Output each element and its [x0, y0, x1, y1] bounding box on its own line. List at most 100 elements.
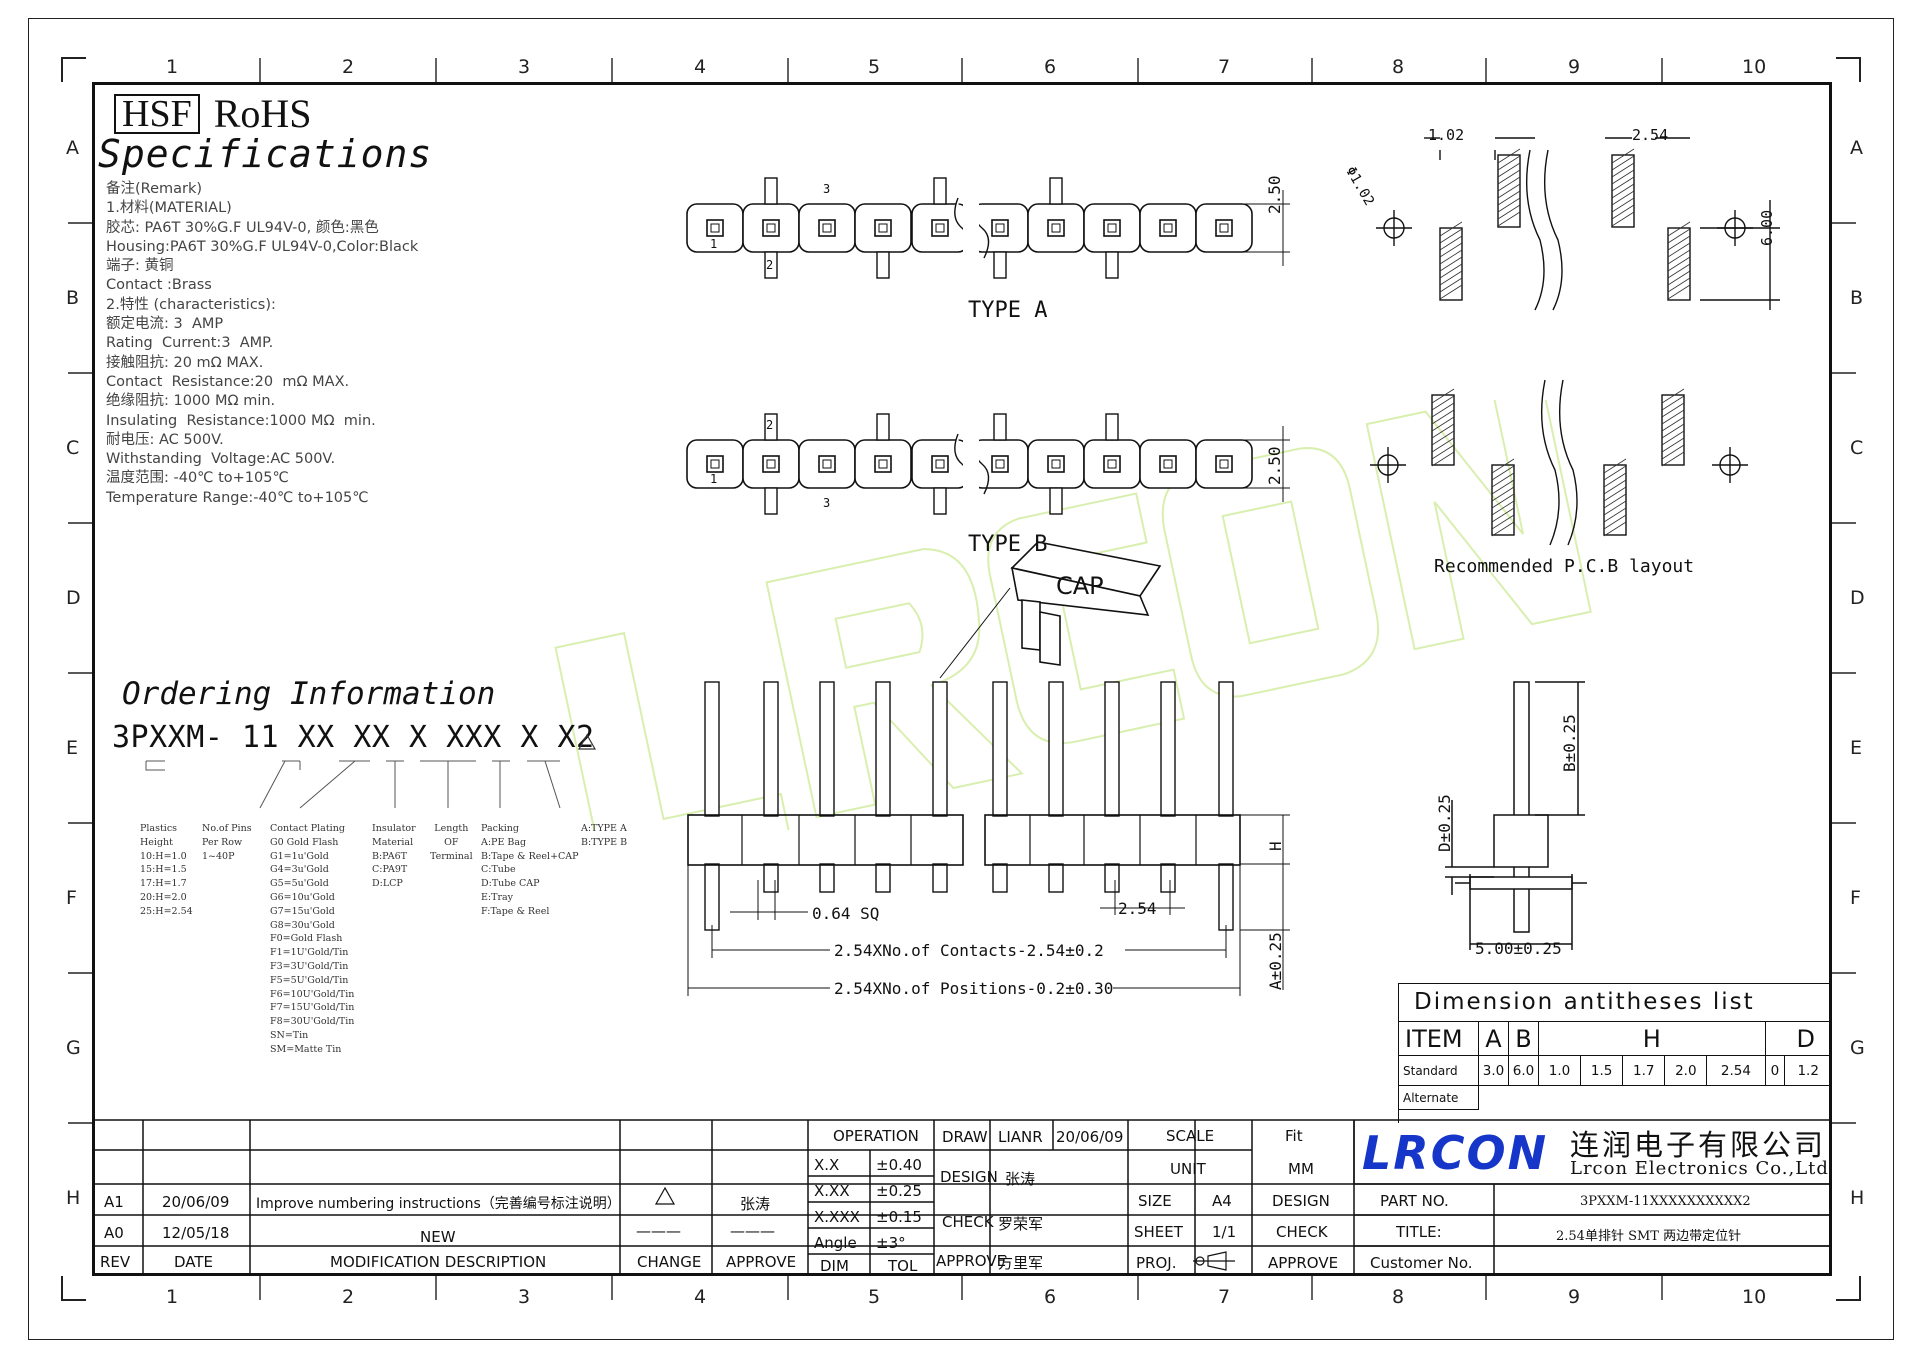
hatch-line [1491, 465, 1515, 481]
size-label: SIZE [1138, 1192, 1172, 1210]
terminal-pin [1048, 681, 1064, 893]
corner-bracket [61, 1276, 86, 1301]
spec-title: Specifications [98, 132, 433, 176]
corner-bracket [1836, 57, 1861, 82]
spec-line: 绝缘阻抗: 1000 MΩ min. [106, 393, 276, 410]
hatch-line [1667, 228, 1691, 244]
customer-no-label: Customer No. [1370, 1254, 1473, 1272]
housing-cell [798, 203, 856, 253]
rohs-mark: RoHS [213, 91, 312, 136]
proj-label: PROJ. [1136, 1254, 1177, 1272]
locating-peg [876, 251, 890, 279]
hatch-line [1603, 472, 1627, 488]
hatch-line [1491, 521, 1515, 537]
locating-peg [764, 413, 778, 441]
check-label: CHECK [942, 1213, 994, 1231]
corner-bracket [1836, 1276, 1861, 1301]
hatch-line [1667, 221, 1691, 237]
hatch-line [1439, 249, 1463, 265]
spec-line: 接触阻抗: 20 mΩ MAX. [106, 354, 264, 371]
pin-number: 3 [823, 496, 831, 510]
tolerance-key: X.XX [814, 1182, 850, 1200]
hatch-line [1491, 458, 1515, 474]
ordering-code: 3PXXM- 11 XX XX X XXX X X2 [112, 720, 595, 755]
hatch-line [1439, 277, 1463, 293]
dim-standard-value: 1.7 [1622, 1055, 1666, 1086]
hatch-line [1611, 204, 1635, 220]
housing-body [687, 814, 964, 866]
hatch-line [1611, 176, 1635, 192]
hatch-line [1431, 388, 1455, 404]
hatch-line [1497, 162, 1521, 178]
hatch-line [1611, 183, 1635, 199]
title-value: 2.54单排针 SMT 两边带定位针 [1556, 1229, 1742, 1244]
draw-name: LIANR [998, 1128, 1043, 1146]
hatch-line [1667, 284, 1691, 300]
hatch-line [1491, 486, 1515, 502]
tolerance-key: Angle [814, 1234, 857, 1252]
zone-col-8: 8 [1392, 1286, 1405, 1308]
hatch-line [1439, 256, 1463, 272]
positions-label: 2.54XNo.of Positions-0.2±0.30 [834, 979, 1114, 998]
type-b-label: TYPE B [968, 532, 1048, 557]
note-type: A:TYPE A B:TYPE B [581, 823, 628, 848]
hatch-line [1611, 190, 1635, 206]
contacts-label: 2.54XNo.of Contacts-2.54±0.2 [834, 941, 1104, 960]
hatch-line [1491, 500, 1515, 516]
hatch-line [1661, 409, 1685, 425]
hatch-line [1603, 521, 1627, 537]
type-b-view [686, 413, 1253, 515]
hatch-line [1661, 444, 1685, 460]
zone-col-1: 1 [166, 1286, 179, 1308]
housing-cell [1139, 439, 1197, 489]
pin-number: 3 [823, 182, 831, 196]
zone-col-5: 5 [868, 56, 881, 78]
zone-col-3: 3 [518, 56, 531, 78]
pcb-caption: Recommended P.C.B layout [1434, 556, 1695, 577]
hatch-line [1431, 423, 1455, 439]
hatch-line [1497, 211, 1521, 227]
hatch-line [1439, 228, 1463, 244]
zone-col-5: 5 [868, 1286, 881, 1308]
housing-cell [1139, 203, 1197, 253]
locating-peg [933, 177, 947, 205]
housing-cell [1195, 203, 1253, 253]
zone-row-C: C [66, 437, 80, 459]
corner-bracket [61, 57, 86, 82]
dim-label: DIM [820, 1257, 849, 1275]
hatch-line [1603, 486, 1627, 502]
housing-cell [798, 439, 856, 489]
tolerance-key: X.XXX [814, 1208, 860, 1226]
desc-a1: Improve numbering instructions（完善编号标注说明） [256, 1196, 621, 1212]
locating-peg [764, 251, 778, 279]
outer-frame [28, 18, 1894, 1340]
approve2-label: APPROVE [1268, 1254, 1339, 1272]
zone-col-8: 8 [1392, 56, 1405, 78]
dim-head-d: D [1764, 1021, 1833, 1056]
zone-row-F: F [66, 887, 77, 909]
spec-line: Contact Resistance:20 mΩ MAX. [106, 373, 350, 390]
draw-date: 20/06/09 [1056, 1128, 1124, 1146]
design-name: 张涛 [1005, 1170, 1036, 1188]
hatch-line [1431, 444, 1455, 460]
hatch-line [1439, 242, 1463, 258]
hatch-line [1497, 190, 1521, 206]
hatch-line [1603, 479, 1627, 495]
design2-label: DESIGN [1272, 1192, 1330, 1210]
spec-line: 2.特性 (characteristics): [106, 296, 276, 313]
hatch-line [1439, 235, 1463, 251]
drawing-frame [92, 82, 1832, 1276]
pcb-hatching [1431, 148, 1691, 537]
hatch-line [1431, 437, 1455, 453]
zone-row-E: E [1850, 737, 1863, 759]
sheet-value: 1/1 [1212, 1223, 1237, 1241]
hatch-line [1431, 416, 1455, 432]
check-name: 罗荣军 [998, 1215, 1044, 1233]
dimension-lines [687, 190, 1290, 996]
hatch-line [1611, 211, 1635, 227]
compliance-marks: HSF RoHS [114, 90, 312, 137]
pin-number: 2 [766, 418, 774, 432]
dim-standard-value: 3.0 [1478, 1055, 1509, 1086]
